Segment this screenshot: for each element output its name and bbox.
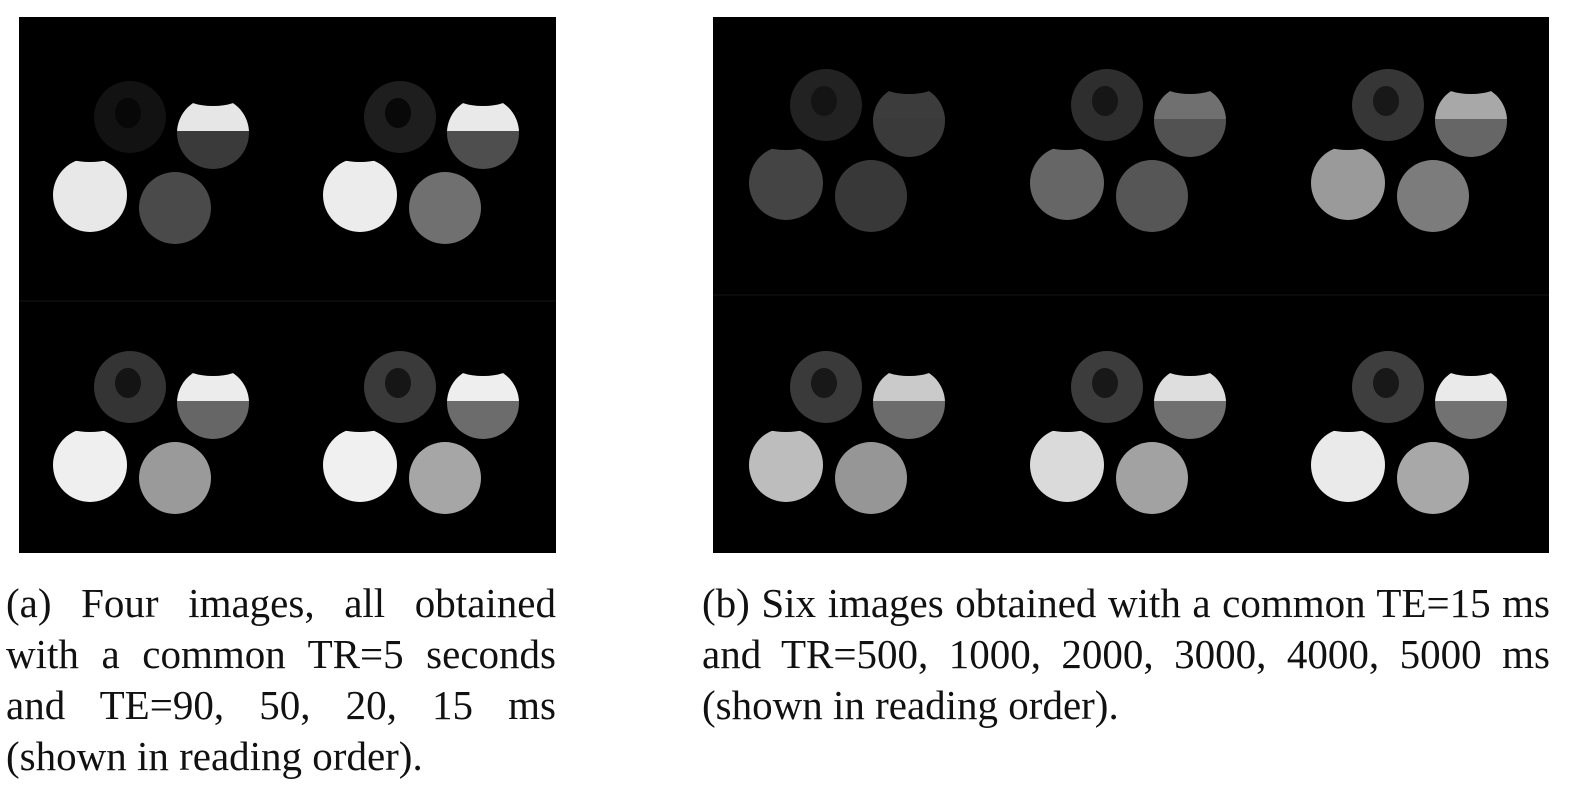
caption-b: (b) Six images obtained with a common TE…	[702, 580, 1550, 728]
round-phantom	[835, 442, 907, 514]
round-phantom	[139, 442, 211, 514]
cup-notch	[455, 86, 511, 106]
phantom-tile	[1030, 69, 1226, 232]
large-phantom-notch	[334, 146, 386, 162]
ring-core	[1092, 86, 1118, 116]
large-phantom	[53, 158, 127, 232]
cup-notch	[1443, 74, 1499, 94]
cup-phantom	[873, 373, 945, 439]
ring-core	[385, 98, 411, 128]
phantom-tile	[53, 81, 249, 244]
cup-phantom	[447, 103, 519, 169]
round-phantom	[835, 160, 907, 232]
cup-upper-layer	[447, 373, 519, 401]
caption-a: (a) Four images, all obtained with a com…	[6, 580, 556, 779]
phantom-tile	[749, 351, 945, 514]
cup-upper-layer	[1435, 91, 1507, 119]
large-phantom-notch	[64, 416, 116, 432]
cup-notch	[881, 356, 937, 376]
round-phantom	[1397, 160, 1469, 232]
ring-core	[811, 86, 837, 116]
phantom-tile	[1311, 69, 1507, 232]
large-phantom-notch	[1322, 416, 1374, 432]
cup-phantom	[1154, 373, 1226, 439]
panel-b-canvas	[713, 69, 1549, 514]
cup-notch	[185, 86, 241, 106]
cup-upper-layer	[1435, 373, 1507, 401]
phantom-tile	[323, 351, 519, 514]
large-phantom-notch	[760, 416, 812, 432]
phantom-tile	[1311, 351, 1507, 514]
large-phantom	[1311, 428, 1385, 502]
cup-notch	[1162, 74, 1218, 94]
panel-a-mri-grid	[19, 17, 556, 553]
ring-core	[1092, 368, 1118, 398]
round-phantom	[409, 172, 481, 244]
cup-phantom	[1154, 91, 1226, 157]
cup-phantom	[177, 103, 249, 169]
ring-core	[385, 368, 411, 398]
cup-upper-layer	[1154, 91, 1226, 119]
large-phantom	[749, 428, 823, 502]
cup-upper-layer	[177, 103, 249, 131]
phantom-tile	[1030, 351, 1226, 514]
cup-phantom	[177, 373, 249, 439]
cup-upper-layer	[873, 373, 945, 401]
large-phantom	[1030, 428, 1104, 502]
ring-core	[115, 98, 141, 128]
ring-core	[115, 368, 141, 398]
large-phantom-notch	[1041, 134, 1093, 150]
cup-notch	[185, 356, 241, 376]
cup-notch	[881, 74, 937, 94]
large-phantom	[1030, 146, 1104, 220]
ring-core	[811, 368, 837, 398]
cup-phantom	[1435, 91, 1507, 157]
round-phantom	[409, 442, 481, 514]
large-phantom-notch	[64, 146, 116, 162]
round-phantom	[1397, 442, 1469, 514]
large-phantom-notch	[1322, 134, 1374, 150]
cup-phantom	[447, 373, 519, 439]
cup-phantom	[873, 91, 945, 157]
phantom-tile	[323, 81, 519, 244]
round-phantom	[1116, 160, 1188, 232]
cup-upper-layer	[447, 103, 519, 131]
large-phantom	[1311, 146, 1385, 220]
panel-b-mri-grid	[713, 17, 1549, 553]
large-phantom-notch	[334, 416, 386, 432]
large-phantom	[323, 158, 397, 232]
phantom-tile	[53, 351, 249, 514]
large-phantom-notch	[760, 134, 812, 150]
cup-upper-layer	[177, 373, 249, 401]
cup-phantom	[1435, 373, 1507, 439]
large-phantom	[53, 428, 127, 502]
cup-notch	[1443, 356, 1499, 376]
cup-upper-layer	[1154, 373, 1226, 401]
cup-notch	[455, 356, 511, 376]
ring-core	[1373, 86, 1399, 116]
round-phantom	[1116, 442, 1188, 514]
cup-upper-layer	[873, 91, 945, 119]
cup-notch	[1162, 356, 1218, 376]
large-phantom	[749, 146, 823, 220]
panel-a-canvas	[19, 81, 556, 514]
large-phantom	[323, 428, 397, 502]
ring-core	[1373, 368, 1399, 398]
phantom-tile	[749, 69, 945, 232]
round-phantom	[139, 172, 211, 244]
large-phantom-notch	[1041, 416, 1093, 432]
